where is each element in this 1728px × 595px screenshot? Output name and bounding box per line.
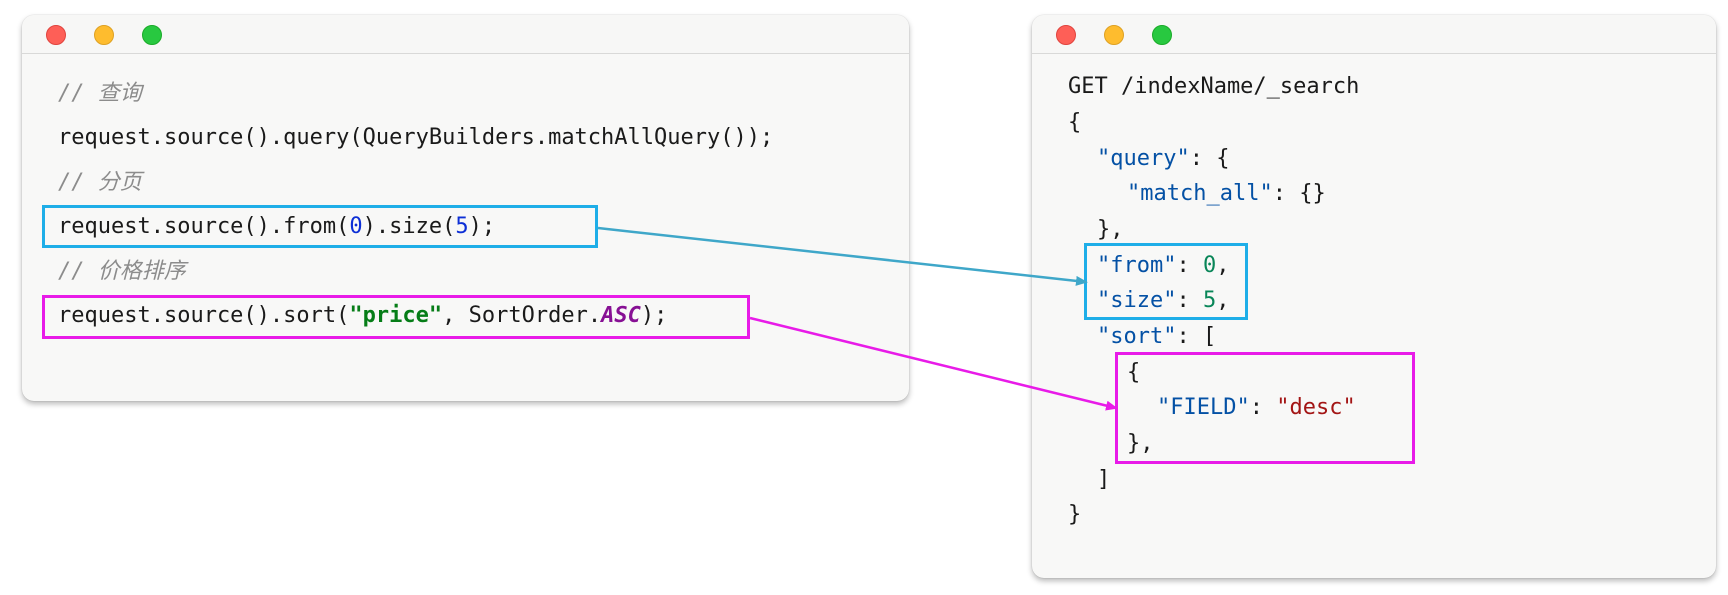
right-window-titlebar	[1032, 15, 1716, 54]
sort-code-highlight	[42, 295, 750, 339]
comment-query: // 查询	[58, 81, 142, 106]
match-all-key: "match_all"	[1127, 181, 1273, 206]
paging-code-line: request.source().from(0).size(5);	[58, 212, 495, 242]
maximize-dot-icon	[1152, 25, 1172, 45]
paging-suffix: );	[468, 214, 496, 239]
size-sep: :	[1176, 288, 1203, 313]
paging-code-highlight	[42, 205, 598, 248]
paging-prefix: request.source().from(	[58, 214, 350, 239]
query-key: "query"	[1097, 146, 1190, 171]
from-comma: ,	[1216, 253, 1230, 278]
left-window-titlebar	[22, 15, 909, 54]
field-value: "desc"	[1276, 395, 1356, 420]
paging-size-value: 5	[455, 214, 469, 239]
json-open-brace: {	[1068, 110, 1082, 135]
minimize-dot-icon	[94, 25, 114, 45]
sort-object-close: },	[1127, 431, 1154, 456]
sort-field-string: "price"	[349, 303, 443, 328]
from-line: "from": 0,	[1097, 251, 1229, 281]
sort-field-highlight	[1115, 352, 1415, 464]
json-close-brace: }	[1068, 502, 1082, 527]
match-all-value: : {}	[1272, 181, 1326, 206]
from-value: 0	[1202, 253, 1217, 278]
query-line: "query": {	[1097, 144, 1229, 174]
sort-array-close: ]	[1097, 467, 1111, 492]
sort-open: : [	[1176, 324, 1217, 349]
from-sep: :	[1176, 253, 1203, 278]
maximize-dot-icon	[142, 25, 162, 45]
size-comma: ,	[1216, 288, 1230, 313]
sort-key: "sort"	[1097, 324, 1177, 349]
comment-sort: // 价格排序	[58, 259, 186, 284]
field-key: "FIELD"	[1157, 395, 1250, 420]
close-dot-icon	[1056, 25, 1076, 45]
paging-mid: ).size(	[362, 214, 456, 239]
query-close: },	[1097, 217, 1124, 242]
dsl-request-window: GET /indexName/_search { "query": { "mat…	[1032, 15, 1716, 578]
close-dot-icon	[46, 25, 66, 45]
paging-from-value: 0	[349, 214, 363, 239]
sort-object-open: {	[1127, 360, 1141, 385]
size-line: "size": 5,	[1097, 286, 1229, 316]
query-open: : {	[1189, 146, 1230, 171]
sort-line: "sort": [	[1097, 322, 1216, 352]
match-all-line: "match_all": {}	[1127, 179, 1326, 209]
size-key: "size"	[1097, 288, 1177, 313]
sort-code-line: request.source().sort("price", SortOrder…	[58, 301, 667, 331]
sort-prefix: request.source().sort(	[58, 303, 350, 328]
query-code-line: request.source().query(QueryBuilders.mat…	[58, 125, 774, 150]
from-key: "from"	[1097, 253, 1177, 278]
size-value: 5	[1202, 288, 1217, 313]
sort-suffix: );	[640, 303, 668, 328]
sort-order-enum: ASC	[601, 303, 641, 328]
comment-paging: // 分页	[58, 170, 142, 195]
request-line: GET /indexName/_search	[1068, 74, 1360, 99]
field-line: "FIELD": "desc"	[1157, 393, 1356, 423]
minimize-dot-icon	[1104, 25, 1124, 45]
from-size-highlight	[1084, 243, 1248, 320]
sort-mid: , SortOrder.	[442, 303, 602, 328]
field-sep: :	[1249, 395, 1277, 420]
